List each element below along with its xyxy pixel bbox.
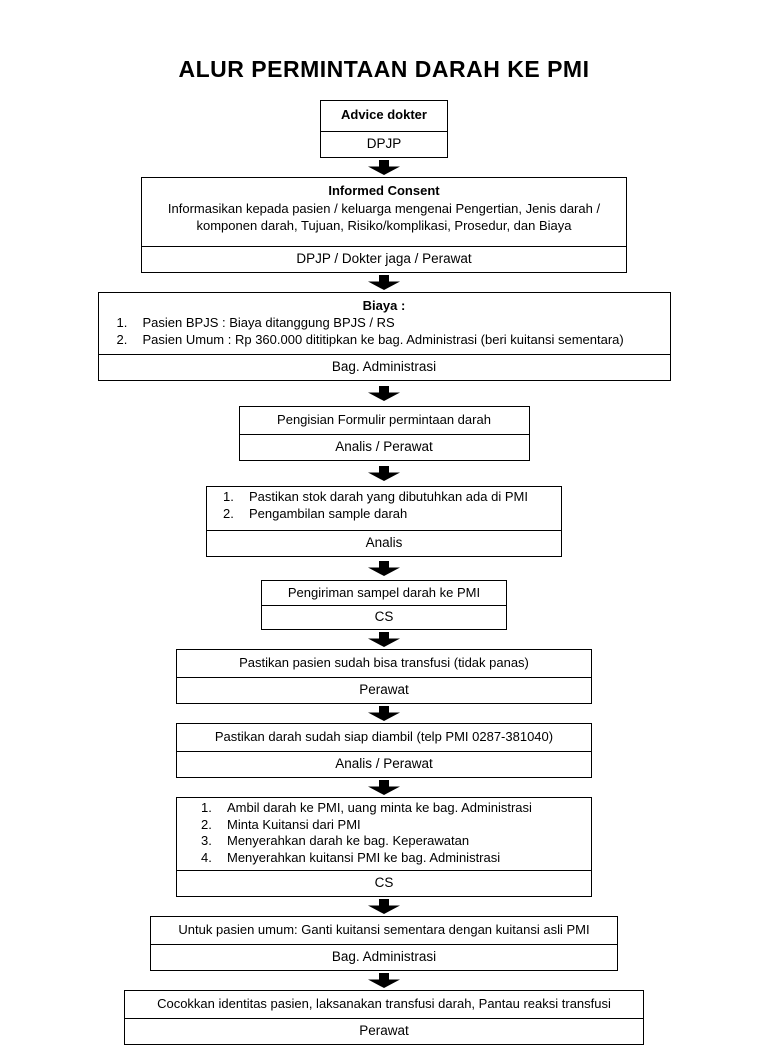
flow-step-pastikan-transfusi: Pastikan pasien sudah bisa transfusi (ti… — [176, 649, 592, 704]
list-item: 4.Menyerahkan kuitansi PMI ke bag. Admin… — [201, 849, 501, 865]
list-item: 2.Pasien Umum : Rp 360.000 dititipkan ke… — [116, 331, 624, 347]
flow-step-advice-dokter: Advice dokter DPJP — [320, 100, 448, 158]
flow-step-biaya: Biaya : 1.Pasien BPJS : Biaya ditanggung… — [97, 292, 671, 381]
flow-step-pastikan-stok: 1.Pastikan stok darah yang dibutuhkan ad… — [206, 486, 562, 557]
actor-label: CS — [262, 605, 506, 629]
step-text: Untuk pasien umum: Ganti kuitansi sement… — [178, 922, 590, 937]
flow-step-darah-siap-diambil: Pastikan darah sudah siap diambil (telp … — [176, 723, 592, 778]
step-heading: Informed Consent — [328, 183, 440, 198]
list-item: 2.Minta Kuitansi dari PMI — [201, 816, 361, 832]
down-arrow-icon — [368, 160, 400, 175]
step-description: Informasikan kepada pasien / keluarga me… — [167, 201, 601, 233]
flow-step-informed-consent: Informed Consent Informasikan kepada pas… — [141, 177, 627, 273]
step-text: Cocokkan identitas pasien, laksanakan tr… — [157, 996, 611, 1011]
flow-step-pengiriman-sampel: Pengiriman sampel darah ke PMI CS — [261, 580, 507, 630]
flow-step-pengisian-formulir: Pengisian Formulir permintaan darah Anal… — [238, 406, 530, 461]
actor-label: Analis — [207, 530, 561, 556]
list-item: 1.Ambil darah ke PMI, uang minta ke bag.… — [201, 800, 532, 815]
actor-label: DPJP — [321, 131, 447, 157]
down-arrow-icon — [368, 561, 400, 576]
flow-step-cocokkan-identitas: Cocokkan identitas pasien, laksanakan tr… — [124, 990, 644, 1045]
step-text: Pastikan pasien sudah bisa transfusi (ti… — [239, 655, 529, 670]
list-item: 2.Pengambilan sample darah — [223, 505, 408, 521]
step-text: Pengiriman sampel darah ke PMI — [287, 585, 481, 600]
actor-label: Bag. Administrasi — [98, 354, 670, 380]
actor-label: Analis / Perawat — [177, 751, 591, 777]
list-item: 1.Pasien BPJS : Biaya ditanggung BPJS / … — [116, 315, 395, 330]
down-arrow-icon — [368, 275, 400, 290]
page-title: ALUR PERMINTAAN DARAH KE PMI — [178, 56, 590, 82]
down-arrow-icon — [368, 973, 400, 988]
flow-step-ganti-kuitansi: Untuk pasien umum: Ganti kuitansi sement… — [150, 916, 618, 971]
step-heading: Biaya : — [362, 298, 406, 313]
actor-label: Bag. Administrasi — [151, 944, 617, 970]
down-arrow-icon — [368, 386, 400, 401]
step-heading: Advice dokter — [341, 107, 427, 122]
list-item: 1.Pastikan stok darah yang dibutuhkan ad… — [223, 489, 528, 504]
down-arrow-icon — [368, 899, 400, 914]
list-item: 3.Menyerahkan darah ke bag. Keperawatan — [201, 833, 470, 848]
flowchart-page: ALUR PERMINTAAN DARAH KE PMI Advice dokt… — [97, 56, 671, 1045]
actor-label: Perawat — [177, 677, 591, 703]
step-text: Pengisian Formulir permintaan darah — [277, 412, 491, 427]
step-text: Pastikan darah sudah siap diambil (telp … — [214, 729, 554, 744]
down-arrow-icon — [368, 780, 400, 795]
down-arrow-icon — [368, 632, 400, 647]
actor-label: DPJP / Dokter jaga / Perawat — [142, 246, 626, 272]
down-arrow-icon — [368, 706, 400, 721]
actor-label: Perawat — [125, 1018, 643, 1044]
flow-step-ambil-darah: 1.Ambil darah ke PMI, uang minta ke bag.… — [176, 797, 592, 897]
down-arrow-icon — [368, 466, 400, 481]
actor-label: CS — [177, 870, 591, 896]
actor-label: Analis / Perawat — [239, 434, 529, 460]
